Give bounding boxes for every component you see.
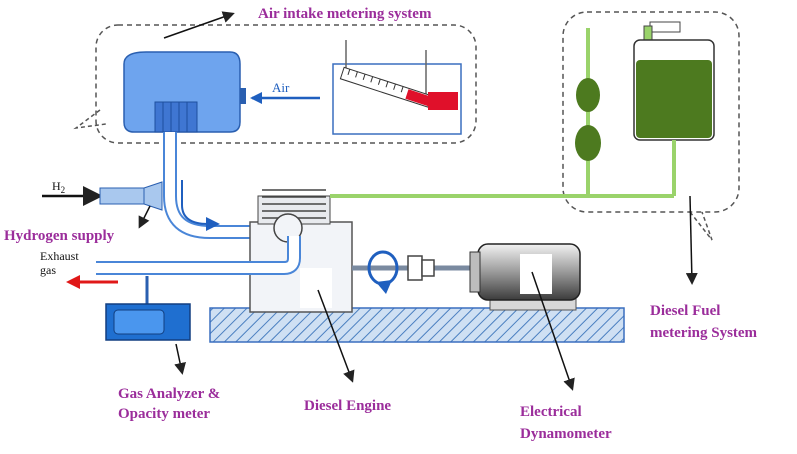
dynamometer-label-area <box>520 254 552 294</box>
h2-label: H2 <box>52 179 65 195</box>
coupling-right <box>421 259 435 277</box>
dynamometer-label-1: Electrical <box>520 404 582 420</box>
fuel-system-label-2: metering System <box>650 325 758 341</box>
dynamometer-pointer <box>531 271 575 391</box>
fuel-level <box>636 60 712 138</box>
tank-cap <box>643 25 653 41</box>
intake-flow-line <box>181 180 209 225</box>
exhaust-arrow-head <box>66 275 80 289</box>
exhaust-label-1: Exhaust <box>40 249 79 263</box>
analyzer-screen <box>113 309 165 335</box>
gas-analyzer-label-1: Gas Analyzer & <box>118 386 220 402</box>
burette-bulb-upper <box>576 78 600 112</box>
fuel-bubble <box>562 11 740 213</box>
intake-flow-arrow <box>206 217 220 231</box>
exhaust-label-2: gas <box>40 263 56 277</box>
gas-analyzer-label-2: Opacity meter <box>118 406 210 422</box>
air-filter-grid <box>154 101 198 133</box>
air-intake-label: Air intake metering system <box>258 6 432 22</box>
rotation-arrow-head <box>376 280 392 294</box>
air-intake-bubble <box>95 24 477 144</box>
fuel-system-pointer <box>685 195 698 285</box>
analyzer-pointer <box>174 343 186 375</box>
tank-handle <box>649 21 681 33</box>
air-label: Air <box>272 80 290 95</box>
dynamometer-endcap <box>469 251 481 293</box>
fuel-system-label-1: Diesel Fuel <box>650 303 720 319</box>
air-arrow-head <box>250 92 262 104</box>
fuel-bubble-tail <box>689 211 713 241</box>
engine-base <box>209 307 625 343</box>
h2-nozzle <box>99 187 145 205</box>
h2-mixer <box>143 181 163 211</box>
h2-pointer <box>138 205 151 229</box>
air-drum <box>123 51 241 133</box>
air-intake-bubble-tail <box>73 109 107 130</box>
engine-pointer <box>317 289 355 383</box>
air-intake-pointer <box>163 11 235 39</box>
air-inlet-stub <box>240 88 246 104</box>
filter-grid-lines <box>162 102 188 132</box>
engine-label-area <box>300 268 332 308</box>
coupling-left <box>407 255 423 281</box>
burette-bulb-lower <box>575 125 601 161</box>
dynamometer-label-2: Dynamometer <box>520 426 612 442</box>
diesel-engine-label: Diesel Engine <box>304 398 391 414</box>
hydrogen-supply-label: Hydrogen supply <box>4 228 115 244</box>
manometer-reservoir <box>428 92 458 110</box>
